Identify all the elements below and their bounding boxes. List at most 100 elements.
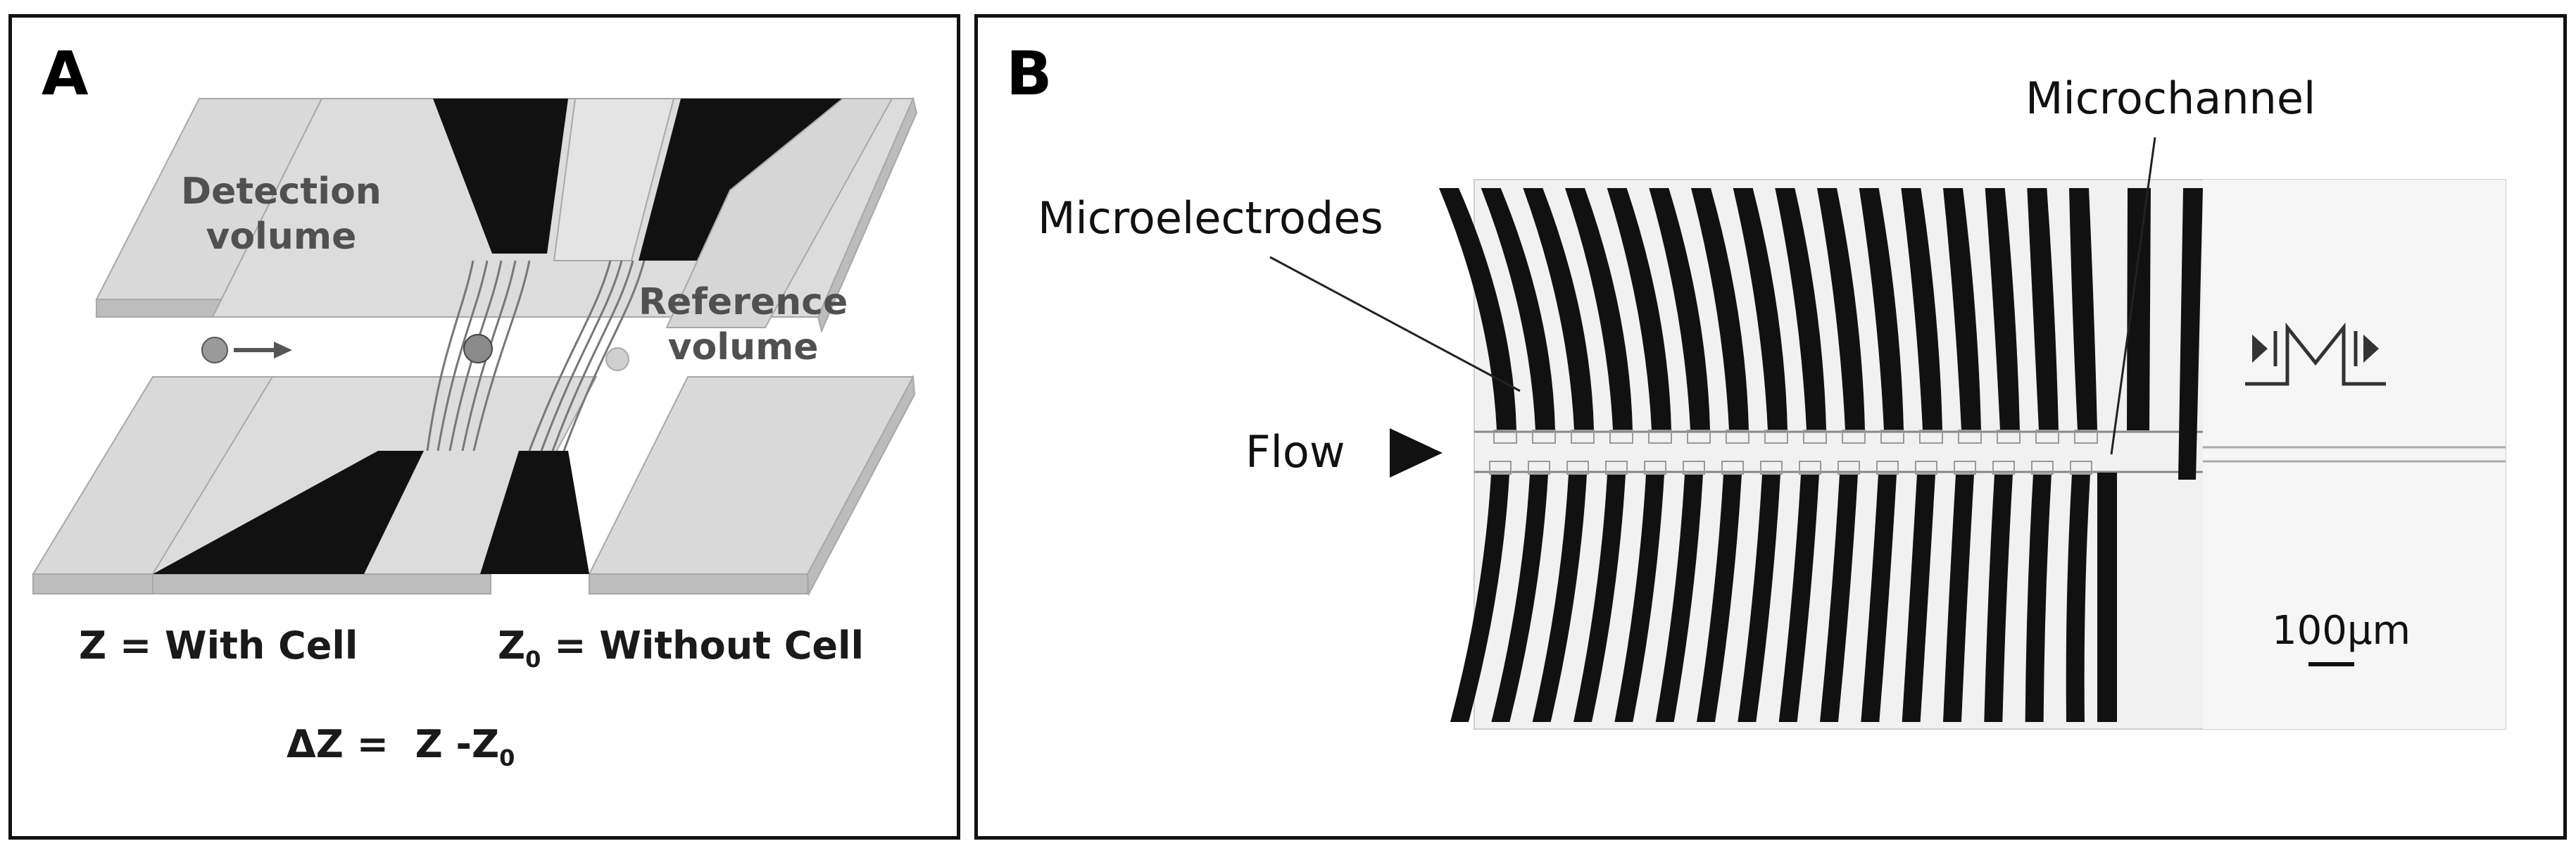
channel-tooth (1726, 430, 1749, 444)
electrode-pair-top-2 (2178, 188, 2203, 480)
channel-tooth (1566, 461, 1589, 475)
electrode-stripe-top (1985, 188, 2020, 430)
electrodes-bottom (1450, 474, 2090, 722)
cell-incoming (201, 337, 228, 363)
channel-tooth (1803, 430, 1827, 444)
z0-suffix: = Without Cell (541, 623, 865, 668)
channel-tooth (1919, 430, 1943, 444)
electrode-stripe-bottom (1573, 474, 1626, 722)
electrode-stripe-top (1733, 188, 1788, 430)
microchannel-leader (2110, 137, 2156, 455)
electrode-stripe-top (1691, 188, 1749, 430)
electrode-stripe-bottom (1861, 474, 1897, 722)
channel-tooth (1683, 461, 1705, 475)
cell-reference-faint (605, 347, 629, 371)
electrode-stripe-top (1439, 188, 1516, 430)
impedance-sensor-diagram (32, 96, 918, 597)
cell-in-detection (463, 334, 493, 363)
electrode-bottom-right (480, 451, 589, 574)
electrode-top-right (639, 99, 843, 261)
reference-volume-label: Reference volume (639, 280, 848, 370)
delta-z-equation: ΔZ = Z -Z0 (287, 722, 515, 771)
delta-z-subscript: 0 (499, 744, 515, 771)
logo-icon (2245, 322, 2386, 386)
channel-tooth (1876, 461, 1899, 475)
micrograph (1269, 137, 2506, 730)
channel-tooth (1493, 430, 1517, 444)
flow-label: Flow (1245, 426, 1345, 478)
micrograph-right-region (2203, 180, 2506, 729)
channel-teeth (1489, 430, 2098, 475)
channel-tooth (1764, 430, 1788, 444)
electrode-stripe-bottom (2025, 474, 2052, 722)
channel-tooth (2031, 461, 2054, 475)
electrode-stripe-top (1943, 188, 1981, 430)
panel-b-letter: B (1006, 39, 1053, 109)
microelectrodes-leader (1269, 256, 1521, 392)
delta-z-prefix: ΔZ = Z -Z (287, 722, 500, 766)
channel-tooth (1997, 430, 2021, 444)
electrode-stripe-bottom (1738, 474, 1780, 722)
detection-volume-label: Detection volume (181, 169, 382, 259)
channel-tooth (1721, 461, 1744, 475)
channel-tooth (1648, 430, 1672, 444)
electrode-top-left (433, 99, 568, 254)
electrodes-top (1439, 188, 2097, 430)
scale-label: 100μm (2272, 608, 2411, 654)
channel-tooth (1687, 430, 1711, 444)
electrode-stripe-bottom (1984, 474, 2013, 722)
electrode-stripe-bottom (1778, 474, 1819, 722)
electrode-stripe-top (2069, 188, 2097, 430)
z-with-cell-label: Z = With Cell (79, 623, 358, 668)
channel-tooth (1842, 430, 1866, 444)
electrode-stripe-bottom (1943, 474, 1974, 722)
flow-arrow-icon (234, 342, 292, 359)
electrode-stripe-top (2027, 188, 2059, 430)
electrode-stripe-top (1649, 188, 1710, 430)
channel-tooth (2035, 430, 2059, 444)
electrode-stripe-bottom (1902, 474, 1935, 722)
channel-tooth (1799, 461, 1821, 475)
electrode-stripe-top (1481, 188, 1555, 430)
flow-triangle-icon (1390, 428, 1443, 478)
channel-tooth (1958, 430, 1982, 444)
channel-tooth (1605, 461, 1628, 475)
electrode-stripe-bottom (2066, 474, 2090, 722)
electrode-stripe-bottom (1655, 474, 1703, 722)
electrode-stripe-bottom (1820, 474, 1858, 722)
electrode-stripe-top (1607, 188, 1671, 430)
channel-tooth (1954, 461, 1976, 475)
panel-b: B Microchannel (974, 14, 2567, 840)
channel-tooth (2074, 430, 2098, 444)
electrode-pair-top (2127, 188, 2151, 430)
z0-without-cell-label: Z0 = Without Cell (498, 623, 864, 673)
channel-tooth (1528, 461, 1550, 475)
electrode-stripe-bottom (1491, 474, 1548, 722)
electrode-stripe-top (1775, 188, 1826, 430)
channel-tooth (1489, 461, 1512, 475)
substrate-bottom-right (588, 374, 916, 597)
electrode-stripe-top (1817, 188, 1865, 430)
channel-tooth (1609, 430, 1633, 444)
microchannel-label: Microchannel (2025, 73, 2316, 124)
electrode-stripe-top (1565, 188, 1633, 430)
electrode-stripe-bottom (1532, 474, 1587, 722)
channel-tooth (1644, 461, 1666, 475)
electrode-stripe-top (1859, 188, 1904, 430)
microelectrodes-label: Microelectrodes (1038, 192, 1383, 244)
channel-tooth (1992, 461, 2015, 475)
electrode-bottom-left (153, 451, 424, 574)
substrate-top-right (665, 98, 893, 328)
channel-tooth (2070, 461, 2092, 475)
electrode-stripe-bottom (1450, 474, 1509, 722)
detection-volume-text: Detection volume (181, 170, 382, 258)
channel-tooth (1880, 430, 1904, 444)
channel-tooth (1532, 430, 1556, 444)
channel-tooth (1760, 461, 1783, 475)
electrode-stripe-bottom (1697, 474, 1742, 722)
electrode-stripe-top (1523, 188, 1594, 430)
reference-volume-text: Reference volume (639, 281, 848, 368)
panel-a: A (8, 14, 960, 840)
electrode-stripe-top (1901, 188, 1942, 430)
panel-a-letter: A (42, 39, 89, 109)
